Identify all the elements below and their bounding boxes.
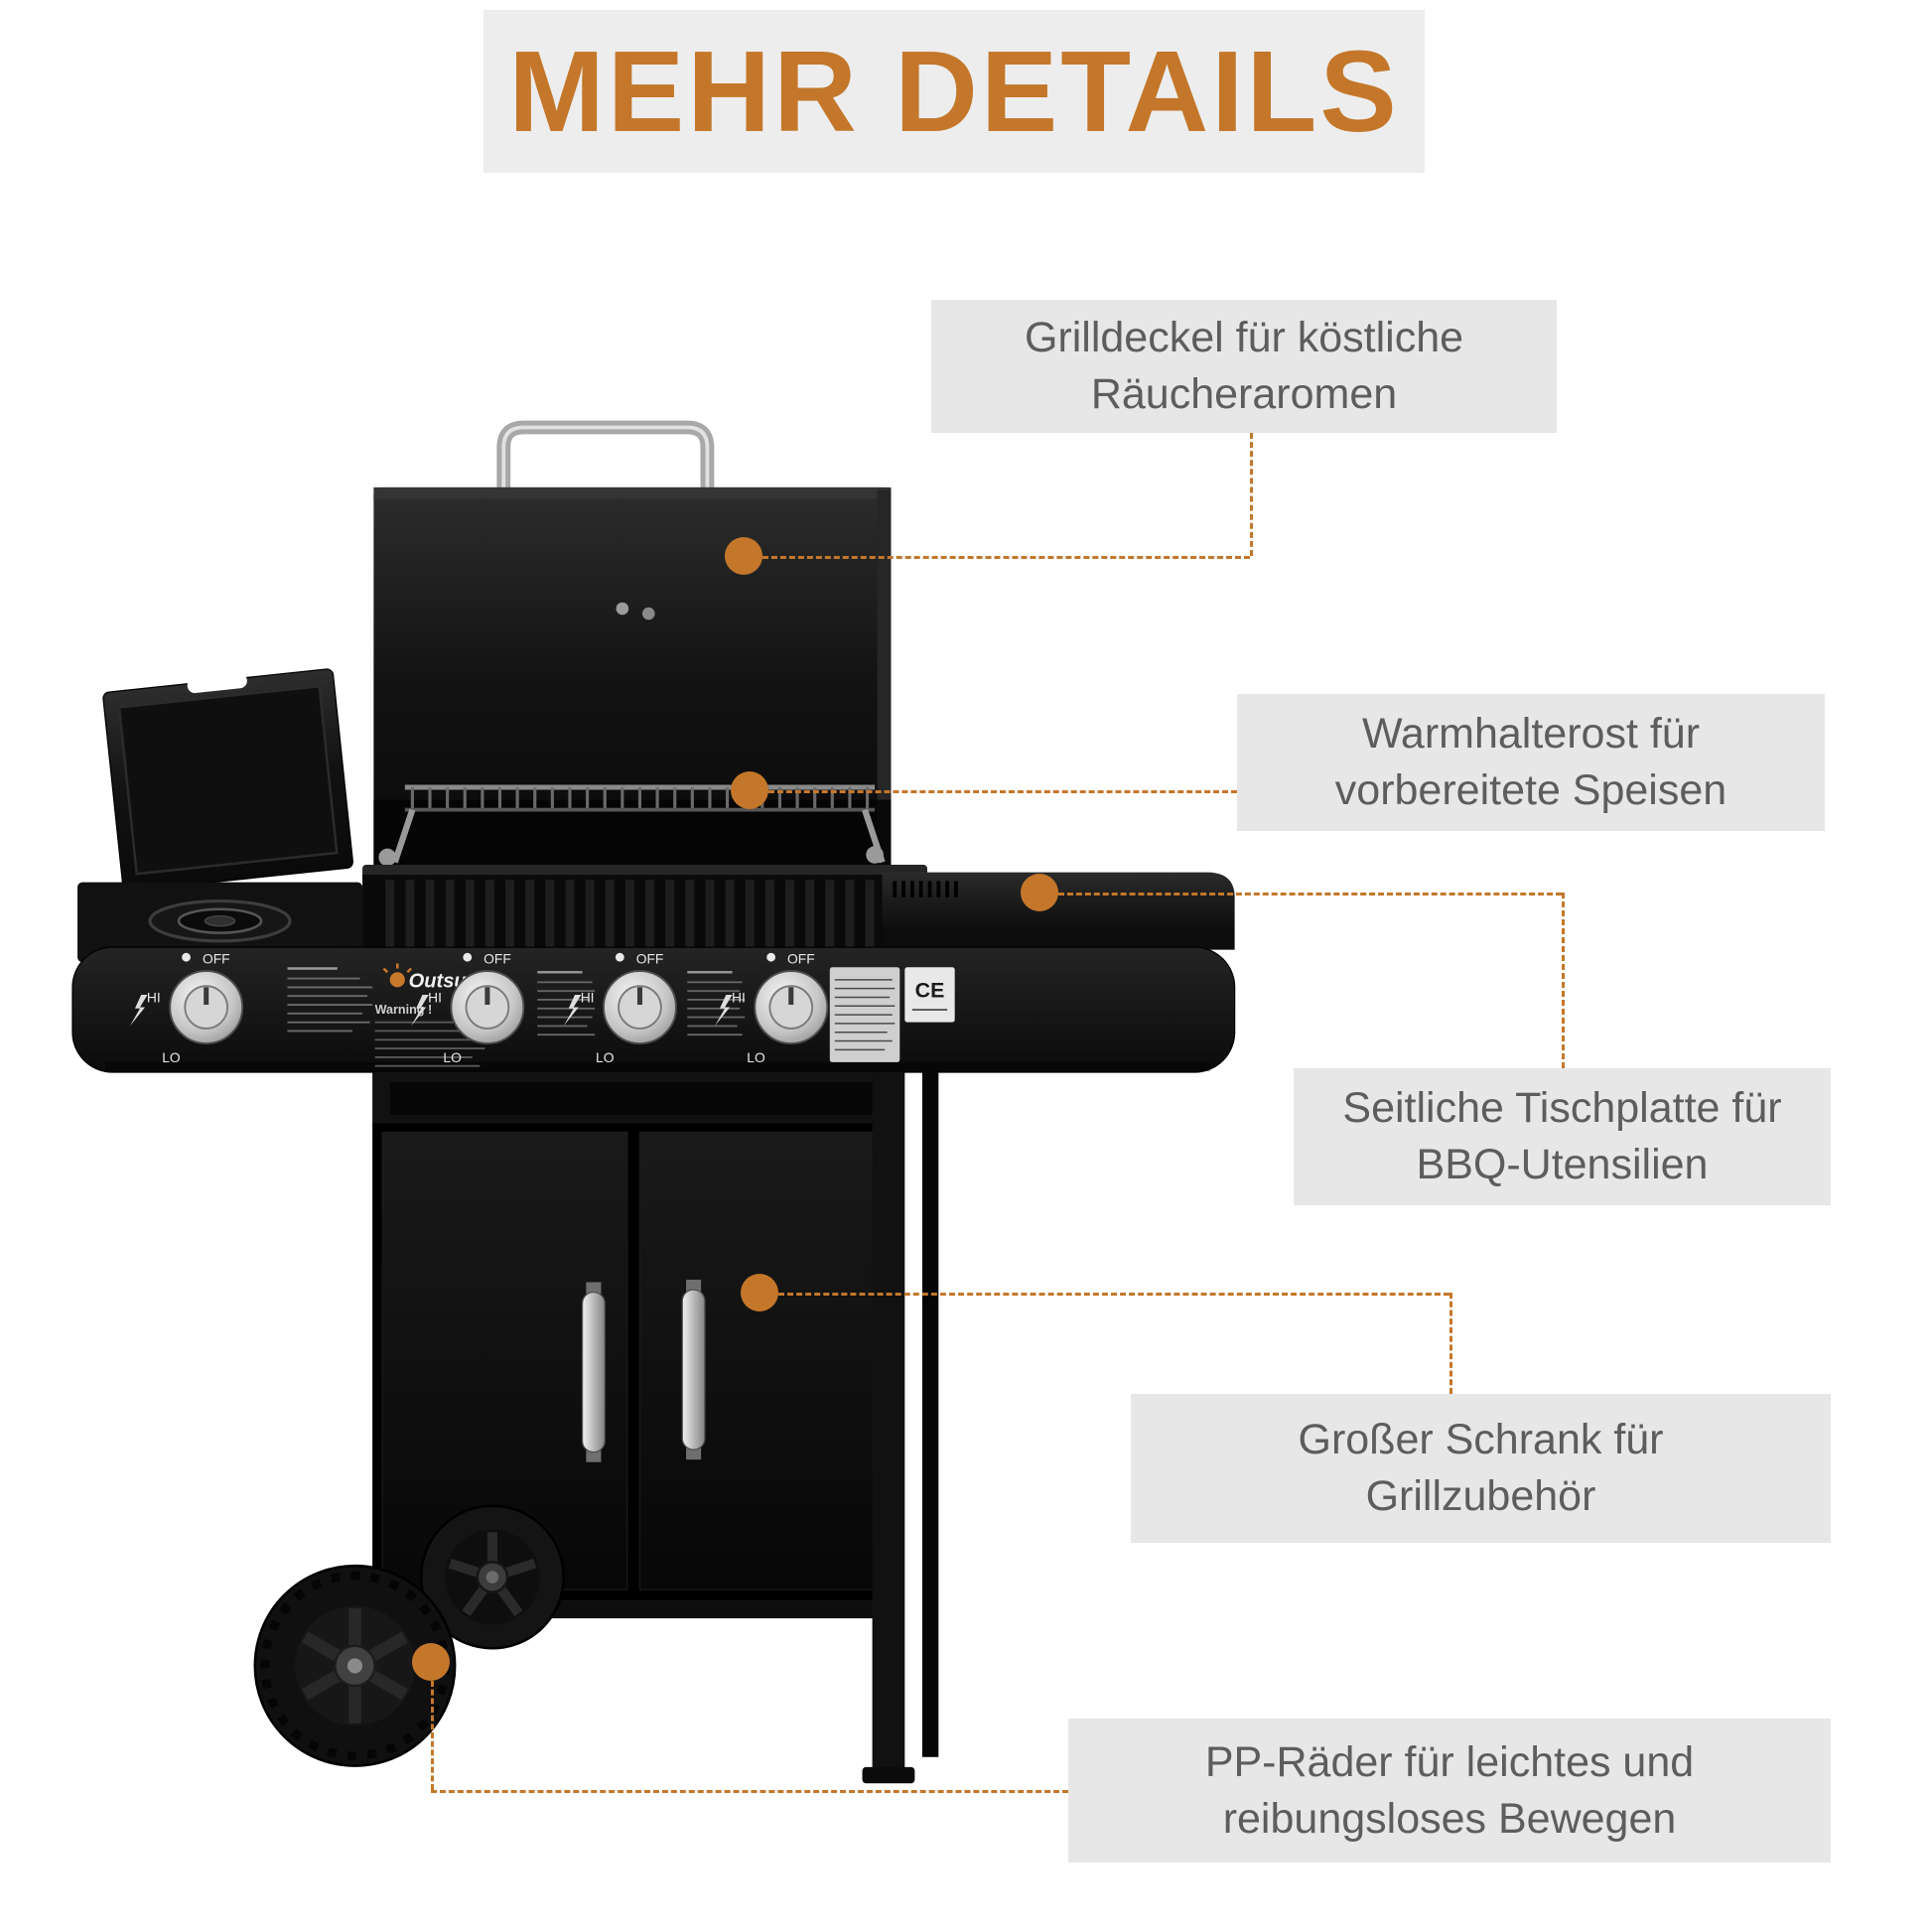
callout-dot-cabinet <box>741 1274 778 1311</box>
callout-dot-lid <box>725 537 762 575</box>
warming-rack <box>391 784 886 864</box>
control-panel: Outsunny Warning ! <box>71 946 1236 1073</box>
callout-label-warming-rack: Warmhalterost für vorbereitete Speisen <box>1237 694 1825 831</box>
page-title: MEHR DETAILS <box>508 27 1400 156</box>
callout-line-lid-h <box>762 556 1250 559</box>
side-burner-lid <box>102 668 353 893</box>
callout-line-side-table-v <box>1562 893 1565 1068</box>
instruction-sticker <box>287 967 373 1033</box>
instruction-sticker <box>537 971 596 1036</box>
callout-text: reibungsloses Bewegen <box>1222 1794 1677 1843</box>
ce-mark: CE <box>904 967 955 1023</box>
callout-line-wheels-v <box>431 1681 434 1790</box>
callout-label-cabinet: Großer Schrank für Grillzubehör <box>1131 1394 1831 1543</box>
callout-text: Grillzubehör <box>1365 1472 1596 1520</box>
callout-text: BBQ-Utensilien <box>1416 1141 1709 1188</box>
callout-text: Räucheraromen <box>1090 370 1398 418</box>
callout-text: Großer Schrank für <box>1298 1416 1664 1464</box>
ce-text: CE <box>915 978 945 1002</box>
callout-line-warming-rack-h <box>768 790 1237 793</box>
callout-line-cabinet-v <box>1449 1293 1452 1394</box>
side-table <box>882 872 1235 950</box>
cabinet-door-right <box>638 1131 894 1590</box>
door-handle-right <box>681 1279 706 1460</box>
callout-text: PP-Räder für leichtes und <box>1204 1737 1695 1786</box>
header-banner: MEHR DETAILS <box>483 10 1425 173</box>
door-handle-left <box>581 1282 606 1462</box>
callout-line-cabinet-h <box>778 1293 1449 1296</box>
callout-line-wheels-h <box>431 1790 1068 1793</box>
lid-handle <box>496 420 715 497</box>
side-burner <box>77 668 363 963</box>
rear-wheel <box>419 1504 565 1650</box>
callout-dot-warming-rack <box>731 771 768 809</box>
spec-sticker <box>829 967 900 1062</box>
instruction-sticker <box>687 971 746 1036</box>
callout-dot-side-table <box>1021 874 1058 911</box>
callout-line-side-table-h <box>1058 893 1562 896</box>
callout-text: vorbereitete Speisen <box>1334 766 1727 814</box>
callout-text: Seitliche Tischplatte für <box>1342 1084 1782 1133</box>
callout-label-side-table: Seitliche Tischplatte für BBQ-Utensilien <box>1294 1068 1831 1205</box>
callout-text: Grilldeckel für köstliche <box>1024 314 1464 362</box>
callout-label-wheels: PP-Räder für leichtes und reibungsloses … <box>1068 1719 1831 1863</box>
cabinet <box>372 1071 902 1619</box>
callout-line-lid-v <box>1250 433 1253 556</box>
callout-dot-wheels <box>412 1643 450 1681</box>
callout-text: Warmhalterost für <box>1361 710 1701 759</box>
callout-label-lid: Grilldeckel für köstliche Räucheraromen <box>931 300 1557 433</box>
